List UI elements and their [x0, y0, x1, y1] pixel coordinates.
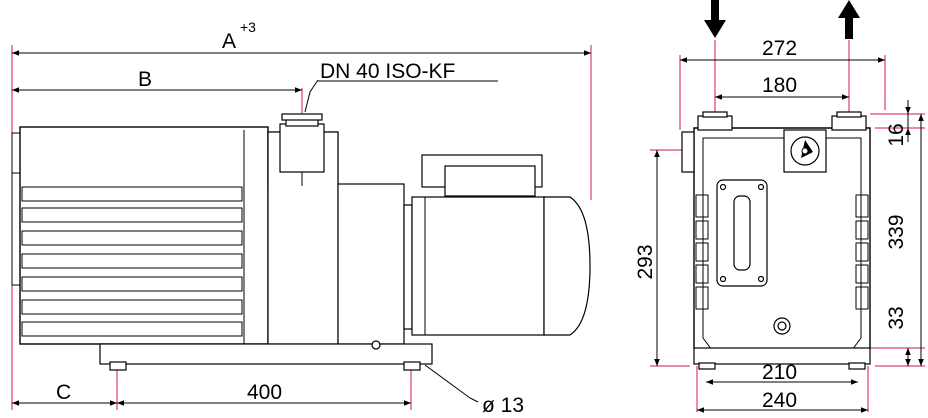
- label-272: 272: [762, 37, 797, 60]
- label-16: 16: [885, 123, 908, 146]
- label-a-tolerance: +3: [240, 19, 256, 35]
- label-33: 33: [885, 306, 908, 329]
- pump-body: [19, 126, 269, 345]
- label-a: A: [222, 30, 236, 53]
- front-view: [650, 0, 925, 413]
- label-293: 293: [634, 244, 657, 279]
- pump-front-base: [693, 347, 871, 365]
- motor-fan-cover: [543, 196, 591, 336]
- outlet-arrow-icon: [838, 0, 860, 39]
- outlet-port: [831, 115, 867, 131]
- coupling-housing: [337, 183, 405, 345]
- base-plate: [99, 343, 433, 365]
- side-fins: [695, 194, 869, 310]
- label-180: 180: [762, 74, 797, 97]
- inlet-port: [697, 115, 733, 131]
- side-view: [11, 45, 592, 410]
- label-c: C: [56, 381, 71, 404]
- label-240: 240: [762, 389, 797, 412]
- label-flange-spec: DN 40 ISO-KF: [320, 60, 455, 83]
- motor-body: [411, 196, 545, 336]
- label-hole: ø 13: [482, 394, 524, 417]
- inlet-arrow-icon: [704, 0, 726, 38]
- label-400: 400: [247, 381, 282, 404]
- label-210: 210: [762, 361, 797, 384]
- cooling-fins: [21, 186, 243, 337]
- label-b: B: [138, 68, 152, 91]
- flange-leader: [304, 79, 319, 113]
- label-339: 339: [885, 214, 908, 249]
- hole-leader: [424, 364, 479, 403]
